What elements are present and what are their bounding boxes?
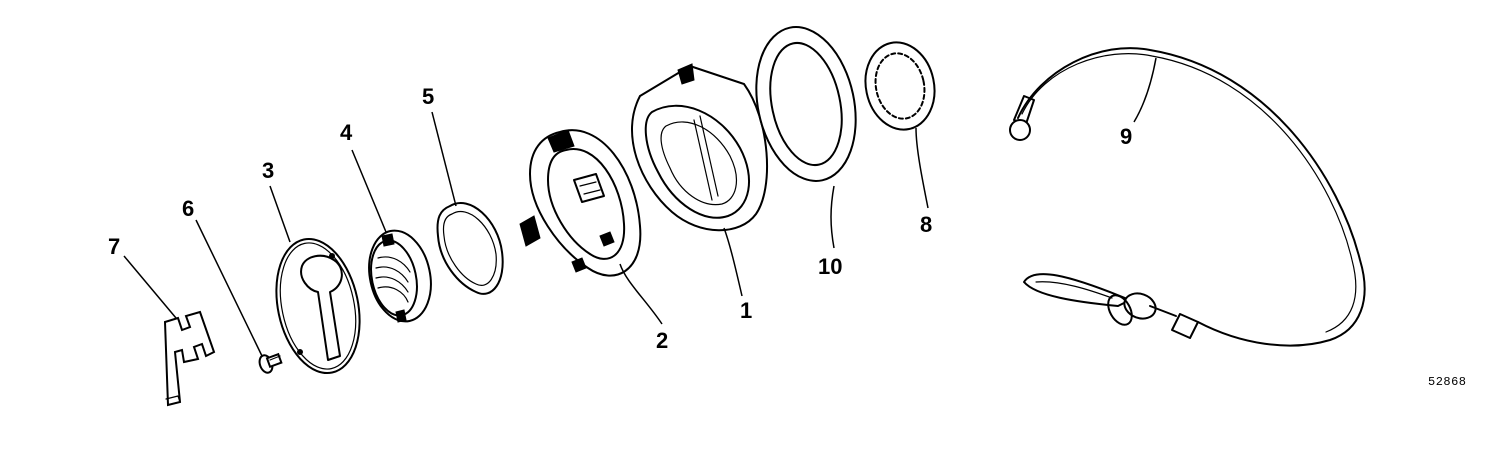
callout-7: 7 — [108, 234, 121, 259]
callout-4: 4 — [340, 120, 353, 145]
part-8-lock-washer — [864, 41, 936, 131]
part-4-threaded-bushing — [368, 229, 432, 323]
callout-10: 10 — [818, 254, 843, 279]
part-9-lanyard — [1009, 47, 1366, 347]
part-3-cover-plate — [275, 237, 361, 375]
callout-5: 5 — [422, 84, 435, 109]
part-10-flat-washer — [755, 26, 857, 182]
part-7-clip — [163, 310, 216, 407]
callout-9: 9 — [1120, 124, 1133, 149]
callout-1: 1 — [740, 298, 753, 323]
figure-number: 52868 — [1428, 375, 1467, 389]
leader-lines — [123, 57, 1157, 357]
callout-3: 3 — [262, 158, 275, 183]
callout-8: 8 — [920, 212, 933, 237]
part-1-housing — [631, 63, 769, 232]
part-5-o-ring — [436, 202, 504, 295]
callout-6: 6 — [182, 196, 195, 221]
callout-2: 2 — [656, 328, 669, 353]
part-6-screw — [258, 352, 283, 374]
part-2-cam-housing — [519, 129, 642, 277]
